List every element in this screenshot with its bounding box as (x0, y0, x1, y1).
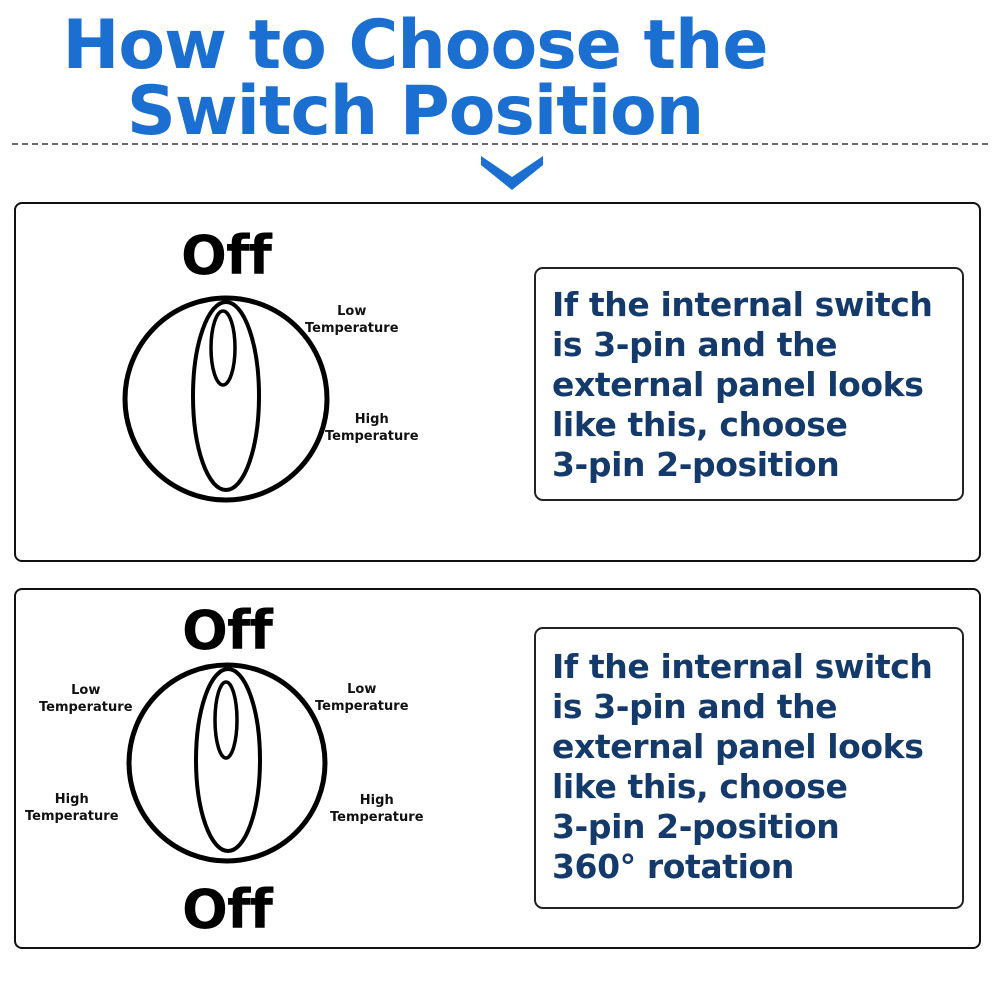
rotary-knob-diagram-1 (122, 295, 330, 503)
description-text-2: If the internal switch is 3-pin and the … (552, 647, 933, 886)
chevron-down-icon (481, 156, 543, 190)
page-title-line-2: Switch Position (126, 72, 704, 151)
rotary-knob-diagram-2 (126, 662, 328, 864)
page-title-line-1: How to Choose the (62, 6, 768, 85)
description-text-1: If the internal switch is 3-pin and the … (552, 285, 933, 484)
high-temperature-label: High Temperature (325, 412, 419, 444)
description-box-2: If the internal switch is 3-pin and the … (534, 627, 964, 909)
switch-option-panel-2: Off Off Low Temperature High Temperature… (14, 588, 981, 949)
high-temperature-label-left: High Temperature (25, 792, 119, 824)
off-label: Off (181, 224, 272, 287)
off-top-label: Off (182, 599, 273, 662)
description-box-1: If the internal switch is 3-pin and the … (534, 267, 964, 501)
low-temperature-label-left: Low Temperature (39, 683, 133, 715)
switch-option-panel-1: Off Low Temperature High Temperature If … (14, 202, 981, 562)
low-temperature-label-right: Low Temperature (315, 682, 409, 714)
dashed-divider (12, 143, 988, 145)
off-bottom-label: Off (182, 878, 273, 941)
high-temperature-label-right: High Temperature (330, 793, 424, 825)
low-temperature-label: Low Temperature (305, 304, 399, 336)
